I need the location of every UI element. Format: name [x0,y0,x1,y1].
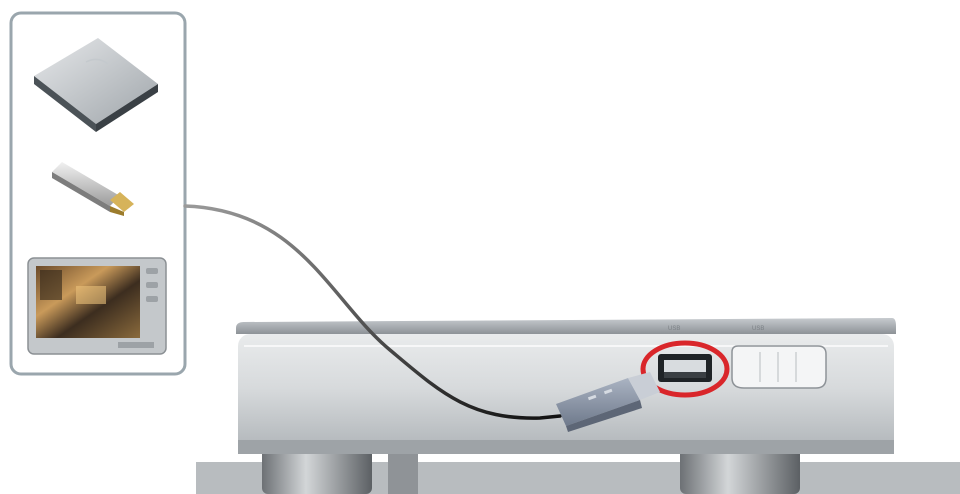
portable-media-player-icon [28,258,166,354]
card-slot-cover [732,346,826,388]
port-label-2: USB [752,326,764,332]
port-label-1: USB [668,326,680,332]
usb-port[interactable] [658,354,712,382]
